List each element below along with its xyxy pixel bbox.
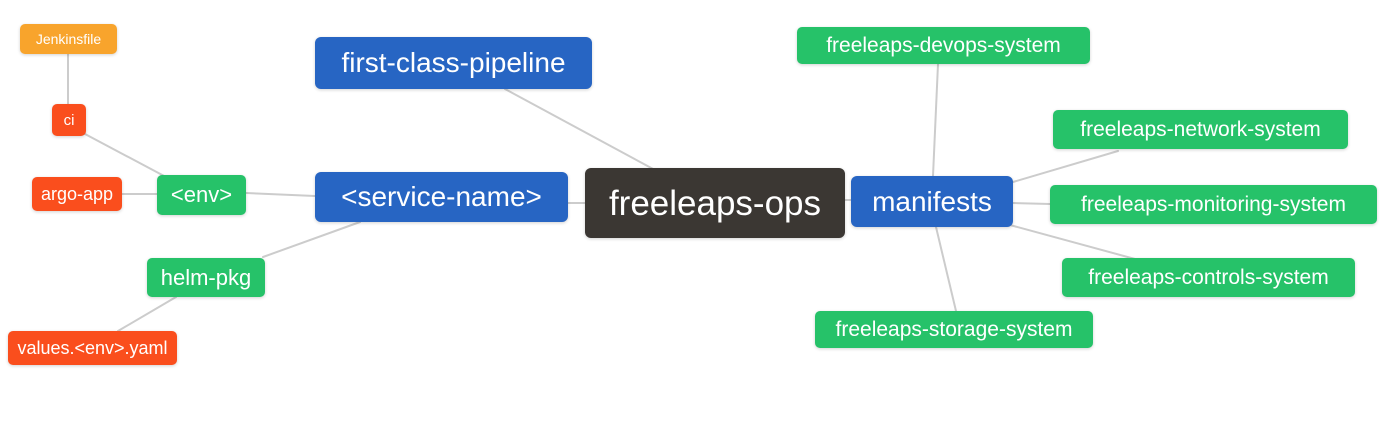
edge-manifests-controls-system [1009, 224, 1136, 260]
node-helm-pkg[interactable]: helm-pkg [147, 258, 265, 297]
node-argo-app[interactable]: argo-app [32, 177, 122, 211]
edge-manifests-monitoring-system [1012, 202, 1051, 205]
edge-ci-env [84, 133, 167, 178]
edge-values-helm-pkg [117, 296, 177, 332]
node-freeleaps-monitoring-system[interactable]: freeleaps-monitoring-system [1050, 185, 1377, 224]
edge-manifests-devops-system [932, 63, 939, 177]
node-manifests[interactable]: manifests [851, 176, 1013, 227]
node-jenkinsfile[interactable]: Jenkinsfile [20, 24, 117, 54]
node-ci[interactable]: ci [52, 104, 86, 136]
node-freeleaps-ops[interactable]: freeleaps-ops [585, 168, 845, 238]
node-values-env-yaml[interactable]: values.<env>.yaml [8, 331, 177, 365]
node-freeleaps-network-system[interactable]: freeleaps-network-system [1053, 110, 1348, 149]
edge-helm-pkg-service-name [262, 221, 361, 258]
edge-manifests-network-system [1012, 150, 1119, 183]
node-first-class-pipeline[interactable]: first-class-pipeline [315, 37, 592, 89]
edge-manifests-storage-system [935, 226, 957, 312]
node-env[interactable]: <env> [157, 175, 246, 215]
edge-first-class-pipeline-ops [504, 88, 656, 171]
node-service-name[interactable]: <service-name> [315, 172, 568, 222]
edge-env-service-name [245, 192, 316, 197]
node-freeleaps-devops-system[interactable]: freeleaps-devops-system [797, 27, 1090, 64]
node-freeleaps-storage-system[interactable]: freeleaps-storage-system [815, 311, 1093, 348]
node-freeleaps-controls-system[interactable]: freeleaps-controls-system [1062, 258, 1355, 297]
